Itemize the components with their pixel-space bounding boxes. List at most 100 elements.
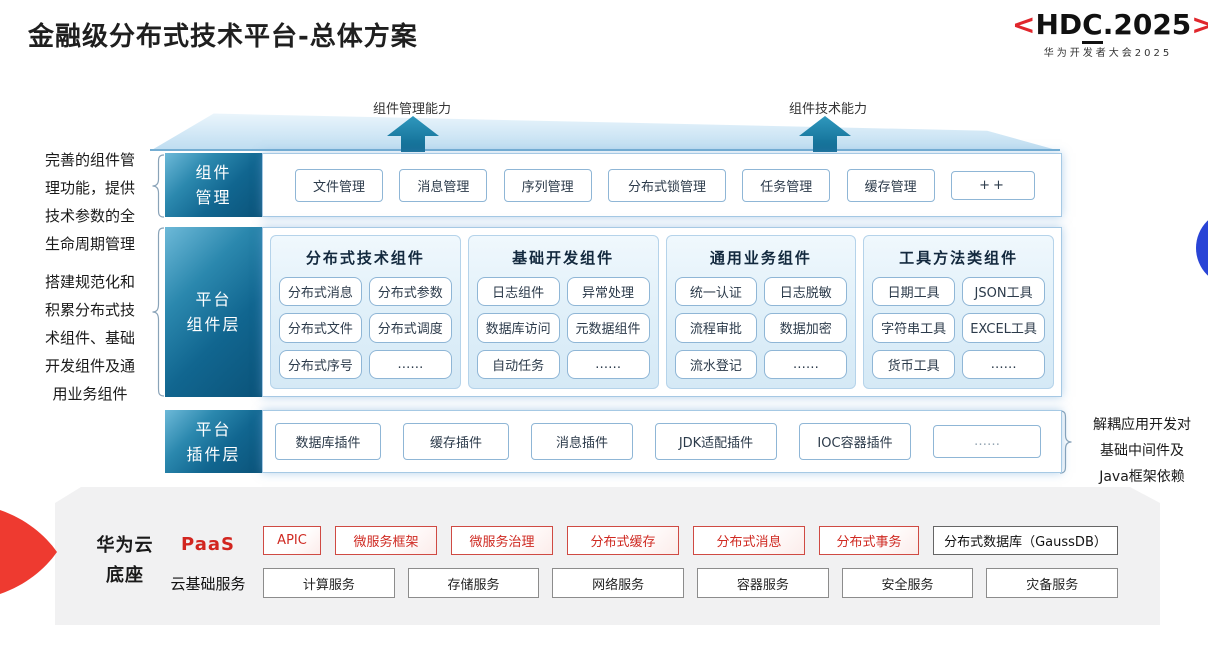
- note-line: 理功能，提供: [44, 179, 135, 197]
- right-brace-icon: [1059, 410, 1072, 474]
- box-distributed-transaction: 分布式事务: [819, 526, 919, 555]
- box-json-tool: JSON工具: [962, 277, 1045, 307]
- column-basic-dev-components: 基础开发组件 日志组件 异常处理 数据库访问 元数据组件 自动任务 ……: [467, 235, 659, 389]
- label-line: 底座: [106, 565, 144, 586]
- box-cache-plugin: 缓存插件: [403, 423, 509, 460]
- note-line: 解耦应用开发对: [1093, 417, 1191, 433]
- up-arrow-icon: [799, 116, 851, 152]
- box-ellipsis: ……: [764, 349, 848, 379]
- box-distributed-message-paas: 分布式消息: [693, 526, 805, 555]
- box-message-management: 消息管理: [399, 168, 488, 202]
- paas-label: PaaS: [181, 534, 235, 555]
- up-arrow-icon: [387, 116, 439, 152]
- box-data-encryption: 数据加密: [764, 313, 848, 343]
- note-line: Java框架依赖: [1099, 469, 1185, 485]
- box-distributed-lock-management: 分布式锁管理: [607, 168, 726, 202]
- box-security-service: 安全服务: [842, 568, 974, 598]
- column-header: 分布式技术组件: [305, 249, 425, 267]
- box-distributed-file: 分布式文件: [279, 313, 362, 343]
- box-network-service: 网络服务: [552, 568, 684, 598]
- box-message-plugin: 消息插件: [531, 423, 633, 460]
- box-log-masking: 日志脱敏: [764, 277, 848, 307]
- box-ellipsis: ……: [962, 349, 1045, 379]
- arrow-label-management-capability: 组件管理能力: [372, 102, 451, 117]
- note-line: 技术参数的全: [44, 207, 135, 225]
- box-microservice-framework: 微服务框架: [335, 526, 437, 555]
- logo-close-bracket: >: [1191, 8, 1208, 41]
- cloud-basic-services-row: 计算服务 存储服务 网络服务 容器服务 安全服务 灾备服务: [263, 568, 1118, 598]
- layer-content-component-management: 文件管理 消息管理 序列管理 分布式锁管理 任务管理 缓存管理 ++: [262, 153, 1062, 217]
- note-line: 搭建规范化和: [44, 273, 135, 291]
- column-grid: 日志组件 异常处理 数据库访问 元数据组件 自动任务 ……: [476, 277, 650, 379]
- label-line: 插件层: [186, 444, 241, 464]
- label-line: 平台: [195, 290, 232, 309]
- layer-label-platform-components: 平台 组件层: [165, 227, 262, 397]
- column-grid: 统一认证 日志脱敏 流程审批 数据加密 流水登记 ……: [674, 277, 848, 379]
- arrow-label-technical-capability: 组件技术能力: [788, 102, 867, 117]
- box-date-tool: 日期工具: [872, 277, 956, 307]
- box-plus-plus: ++: [950, 170, 1035, 200]
- box-metadata-component: 元数据组件: [566, 313, 650, 343]
- gradient-band: [150, 113, 1060, 151]
- box-ellipsis: ……: [566, 349, 650, 379]
- layer-content-platform-components: 分布式技术组件 分布式消息 分布式参数 分布式文件 分布式调度 分布式序号 ………: [262, 227, 1062, 397]
- box-database-access: 数据库访问: [476, 313, 560, 343]
- box-workflow-approval: 流程审批: [674, 313, 758, 343]
- cloud-basic-services-label: 云基础服务: [170, 575, 246, 593]
- layer-label-platform-plugins: 平台 插件层: [165, 410, 262, 473]
- note-decouple-dependency: 解耦应用开发对 基础中间件及 Java框架依赖: [1078, 412, 1206, 490]
- note-line: 术组件、基础: [44, 329, 135, 347]
- page-title: 金融级分布式技术平台-总体方案: [28, 22, 418, 52]
- column-header: 通用业务组件: [709, 249, 812, 267]
- note-line: 用业务组件: [52, 385, 128, 403]
- box-storage-service: 存储服务: [408, 568, 540, 598]
- box-distributed-cache: 分布式缓存: [567, 526, 679, 555]
- box-logging-component: 日志组件: [476, 277, 560, 307]
- box-distributed-scheduling: 分布式调度: [368, 313, 452, 343]
- note-line: 生命周期管理: [44, 235, 135, 253]
- label-line: 华为云: [96, 535, 154, 556]
- box-database-plugin: 数据库插件: [275, 423, 381, 460]
- left-brace-icon: [152, 227, 165, 397]
- layer-platform-components: 平台 组件层 分布式技术组件 分布式消息 分布式参数 分布式文件 分布式调度 分…: [165, 227, 1062, 397]
- label-line: 组件层: [186, 315, 241, 334]
- blue-circle-decoration: [1196, 210, 1208, 286]
- column-grid: 日期工具 JSON工具 字符串工具 EXCEL工具 货币工具 ……: [872, 277, 1045, 379]
- paas-services-row: APIC 微服务框架 微服务治理 分布式缓存 分布式消息 分布式事务 分布式数据…: [263, 526, 1118, 555]
- box-excel-tool: EXCEL工具: [962, 313, 1045, 343]
- box-ellipsis: ……: [368, 349, 452, 379]
- box-string-tool: 字符串工具: [872, 313, 956, 343]
- box-disaster-recovery-service: 灾备服务: [986, 568, 1118, 598]
- label-line: 平台: [195, 419, 232, 439]
- hdc-logo-wordmark: <HDC.2025>: [1012, 8, 1208, 44]
- band-underline: [150, 149, 1060, 151]
- note-line: 基础中间件及: [1100, 443, 1184, 459]
- label-line: 组件: [195, 163, 232, 182]
- column-distributed-tech-components: 分布式技术组件 分布式消息 分布式参数 分布式文件 分布式调度 分布式序号 ……: [270, 235, 461, 389]
- note-line: 完善的组件管: [44, 151, 135, 169]
- note-line: 开发组件及通: [44, 357, 135, 375]
- column-utility-components: 工具方法类组件 日期工具 JSON工具 字符串工具 EXCEL工具 货币工具 ……: [863, 235, 1054, 389]
- note-component-accumulation: 搭建规范化和 积累分布式技 术组件、基础 开发组件及通 用业务组件: [29, 268, 151, 408]
- logo-c-underlined: C: [1082, 8, 1103, 44]
- box-ioc-container-plugin: IOC容器插件: [799, 423, 911, 460]
- note-component-management: 完善的组件管 理功能，提供 技术参数的全 生命周期管理: [29, 146, 151, 258]
- box-distributed-message: 分布式消息: [279, 277, 362, 307]
- box-distributed-parameters: 分布式参数: [368, 277, 452, 307]
- logo-hd: HD: [1035, 8, 1083, 41]
- hdc-logo: <HDC.2025> 华为开发者大会2025: [1012, 8, 1208, 59]
- box-transaction-register: 流水登记: [674, 349, 758, 379]
- huawei-cloud-base-section: 华为云 底座 PaaS 云基础服务 APIC 微服务框架 微服务治理 分布式缓存…: [55, 487, 1160, 625]
- box-auto-task: 自动任务: [476, 349, 560, 379]
- box-task-management: 任务管理: [742, 168, 831, 202]
- huawei-cloud-base-label: 华为云 底座: [77, 531, 173, 591]
- label-line: 管理: [195, 188, 232, 207]
- box-apic: APIC: [263, 526, 321, 555]
- box-jdk-adapter-plugin: JDK适配插件: [655, 423, 777, 460]
- layer-platform-plugins: 平台 插件层 数据库插件 缓存插件 消息插件 JDK适配插件 IOC容器插件 ……: [165, 410, 1062, 473]
- column-common-business-components: 通用业务组件 统一认证 日志脱敏 流程审批 数据加密 流水登记 ……: [665, 235, 857, 389]
- hdc-logo-subtitle: 华为开发者大会2025: [1043, 48, 1173, 59]
- box-file-management: 文件管理: [295, 168, 383, 202]
- box-distributed-sequence: 分布式序号: [279, 349, 362, 379]
- box-currency-tool: 货币工具: [872, 349, 956, 379]
